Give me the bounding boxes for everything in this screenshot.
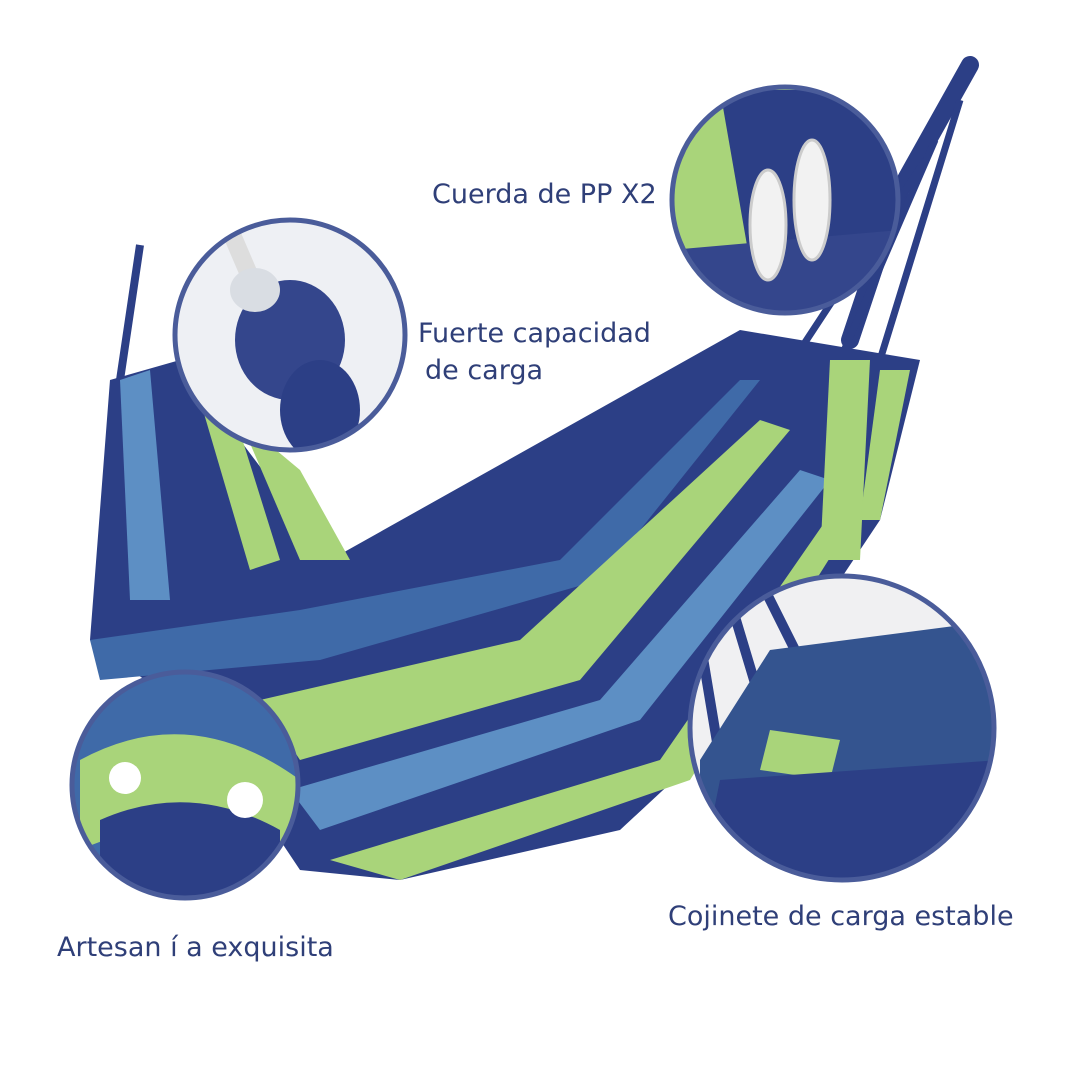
detail-circle-stitching [69,669,301,901]
label-rope: Cuerda de PP X2 [432,179,657,210]
detail-circle-knot [172,217,408,453]
detail-circle-rope [669,84,901,316]
detail-circle-bearing [687,573,997,883]
label-capacity-line2: de carga [425,355,544,386]
label-bearing: Cojinete de carga estable [668,901,1014,932]
label-capacity-line1: Fuerte capacidad [418,318,651,349]
label-craftsmanship: Artesan í a exquisita [57,932,334,963]
